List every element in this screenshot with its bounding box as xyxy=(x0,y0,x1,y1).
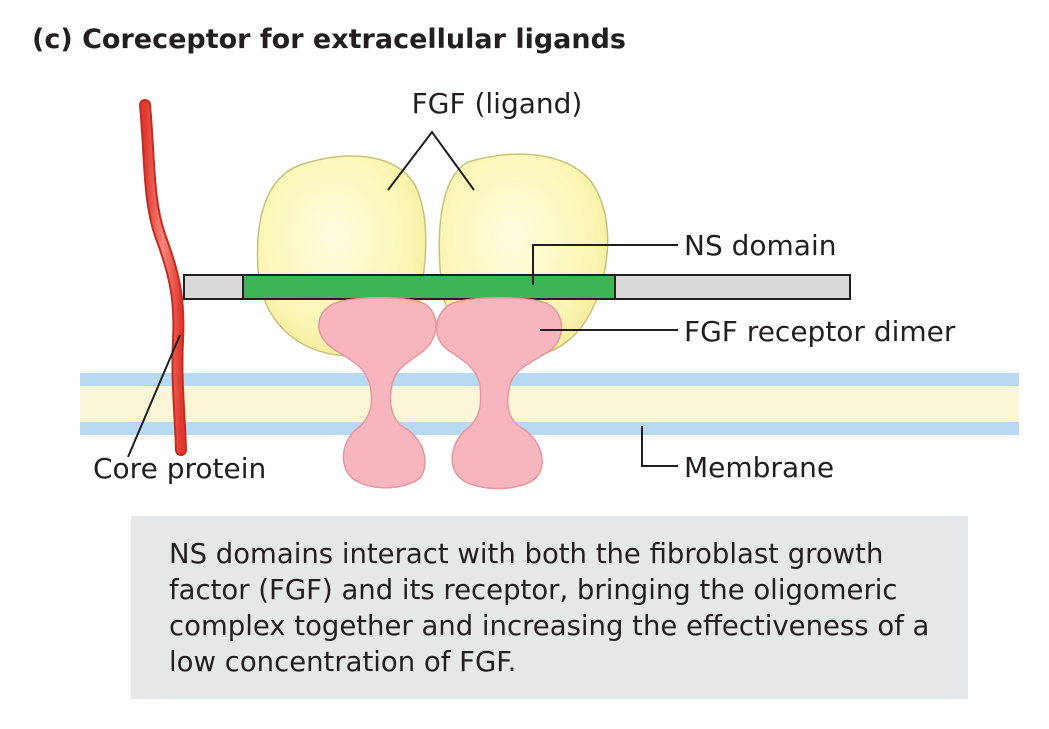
membrane-bottom-band xyxy=(80,422,1019,435)
membrane-top-band xyxy=(80,373,1019,386)
fgf-receptor-left xyxy=(318,297,437,489)
membrane-leader xyxy=(641,426,678,467)
figure-title: Coreceptor for extracellular ligands xyxy=(82,24,626,55)
caption-box: NS domains interact with both the fibrob… xyxy=(131,516,968,699)
ns-domain-bar xyxy=(242,274,616,300)
membrane-core xyxy=(80,385,1019,423)
ligand-label: FGF (ligand) xyxy=(412,87,583,120)
core-protein-label: Core protein xyxy=(93,452,266,485)
core-protein-highlight xyxy=(141,101,185,454)
core-protein xyxy=(139,99,187,456)
panel-title: (c) Coreceptor for extracellular ligands xyxy=(32,24,626,55)
caption-text: NS domains interact with both the fibrob… xyxy=(169,538,930,678)
receptor-label: FGF receptor dimer xyxy=(684,315,956,348)
membrane-label: Membrane xyxy=(684,451,834,484)
panel-label: (c) xyxy=(32,24,73,55)
ns-domain-leader xyxy=(532,244,678,285)
chain-right-segment xyxy=(613,274,851,300)
heparan-chain xyxy=(183,274,851,300)
membrane xyxy=(80,373,1019,435)
ligand-leader xyxy=(387,130,475,191)
fgf-receptor-dimer xyxy=(318,297,563,490)
leader-lines xyxy=(127,130,678,467)
core-protein-leader xyxy=(127,334,181,458)
chain-left-segment xyxy=(183,274,245,300)
ns-domain-label: NS domain xyxy=(684,229,836,262)
